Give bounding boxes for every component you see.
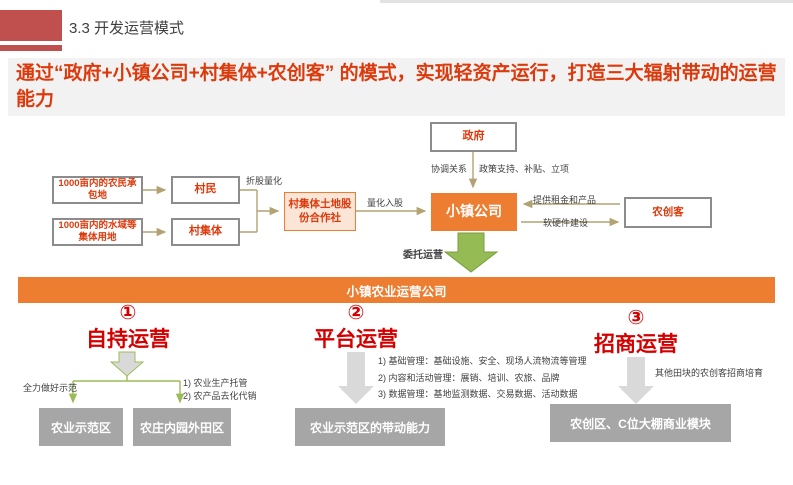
box-farm-inner-outer-zone: 农庄内园外田区 <box>133 408 231 446</box>
section-1-title: 自持运营 <box>86 328 170 351</box>
slide-headline: 通过“政府+小镇公司+村集体+农创客” 的模式，实现轻资产运行，打造三大辐射带动… <box>8 58 785 116</box>
entrusted-operation-arrow <box>443 232 499 273</box>
box-water-collective-land: 1000亩内的水域等集体用地 <box>52 218 143 246</box>
section-1-notes: 1) 农业生产托管 2) 农产品去化代销 <box>183 377 257 403</box>
top-divider <box>380 0 793 3</box>
section-1-note-2: 2) 农产品去化代销 <box>183 391 257 401</box>
section-3-title: 招商运营 <box>594 333 678 356</box>
label-share-conversion: 折股量化 <box>246 176 283 186</box>
brand-logo <box>0 10 62 41</box>
brand-logo-underline <box>0 45 62 51</box>
section-2-notes: 1) 基础管理：基础设施、安全、现场人流物流等管理 2) 内容和活动管理：展销、… <box>378 353 587 403</box>
box-agri-maker: 农创客 <box>624 197 712 228</box>
box-villagers: 村民 <box>171 176 240 204</box>
label-software-hardware: 软硬件建设 <box>543 218 589 228</box>
section-1-left-note: 全力做好示范 <box>23 383 78 393</box>
section-2-note-2: 2) 内容和活动管理：展销、培训、农旅、品牌 <box>378 372 560 383</box>
label-equity-injection: 量化入股 <box>367 198 404 208</box>
section-1-number: ① <box>119 302 137 324</box>
box-demo-zone-driving-capacity: 农业示范区的带动能力 <box>295 408 445 446</box>
box-farmer-contract-land: 1000亩内的农民承包地 <box>52 176 143 204</box>
box-village-collective: 村集体 <box>171 218 240 246</box>
label-rent-products: 提供租金和产品 <box>533 195 597 205</box>
box-town-company: 小镇公司 <box>431 193 517 231</box>
label-coordination: 协调关系 <box>431 164 468 174</box>
box-demo-zone: 农业示范区 <box>39 408 123 446</box>
section-2-note-1: 1) 基础管理：基础设施、安全、现场人流物流等管理 <box>378 356 587 366</box>
section-2-title: 平台运营 <box>314 328 398 351</box>
section-2-note-3: 3) 数据管理：基地监测数据、交易数据、活动数据 <box>378 389 578 399</box>
box-land-share-cooperative: 村集体土地股份合作社 <box>284 192 356 231</box>
section-1-note-1: 1) 农业生产托管 <box>183 378 248 388</box>
box-agri-maker-commercial-module: 农创区、C位大棚商业模块 <box>550 404 731 442</box>
box-government: 政府 <box>430 122 517 152</box>
section-3-number: ③ <box>627 307 645 329</box>
operating-company-bar: 小镇农业运营公司 <box>18 277 775 303</box>
label-policy-support: 政策支持、补贴、立项 <box>479 164 570 174</box>
section-2-number: ② <box>347 302 365 324</box>
page-title: 3.3 开发运营模式 <box>69 20 185 37</box>
label-entrusted-operation: 委托运营 <box>403 250 443 261</box>
section-3-note: 其他田块的农创客招商培育 <box>655 368 764 378</box>
